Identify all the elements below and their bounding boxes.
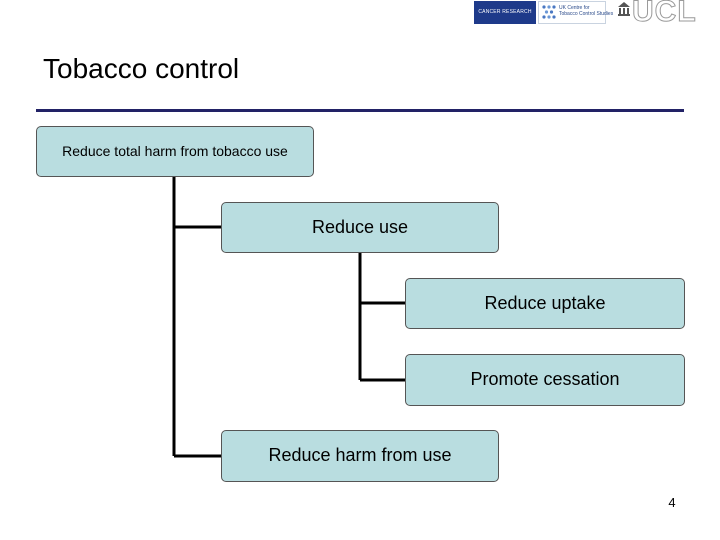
node-label: Reduce use [311,216,409,237]
node-label: Reduce harm from use [268,445,452,466]
node-label: Promote cessation [470,369,620,390]
ucl-portico-icon [618,2,630,16]
ucl-logo: UCL [632,0,697,29]
node-reduce-use: Reduce use [221,202,499,253]
ukctcs-dots-icon [542,5,556,19]
node-label: Reduce uptake [484,292,606,313]
cruk-logo-text: CANCER RESEARCH UK [478,9,532,38]
header-logos: CANCER RESEARCH UK UK Centre for Tobacco… [472,0,720,38]
node-reduce-total-harm: Reduce total harm from tobacco use [36,126,314,177]
cancer-research-uk-logo: CANCER RESEARCH UK [474,1,536,38]
page-number: 4 [668,495,676,510]
node-promote-cessation: Promote cessation [405,354,685,406]
node-label: Reduce total harm from tobacco use [62,142,288,159]
slide-title: Tobacco control [43,53,240,84]
title-underline [36,109,684,112]
ukctcs-logo-text: UK Centre for Tobacco Control Studies [559,5,614,17]
node-reduce-uptake: Reduce uptake [405,278,685,329]
node-reduce-harm-from-use: Reduce harm from use [221,430,499,482]
ukctcs-logo: UK Centre for Tobacco Control Studies [538,1,613,24]
